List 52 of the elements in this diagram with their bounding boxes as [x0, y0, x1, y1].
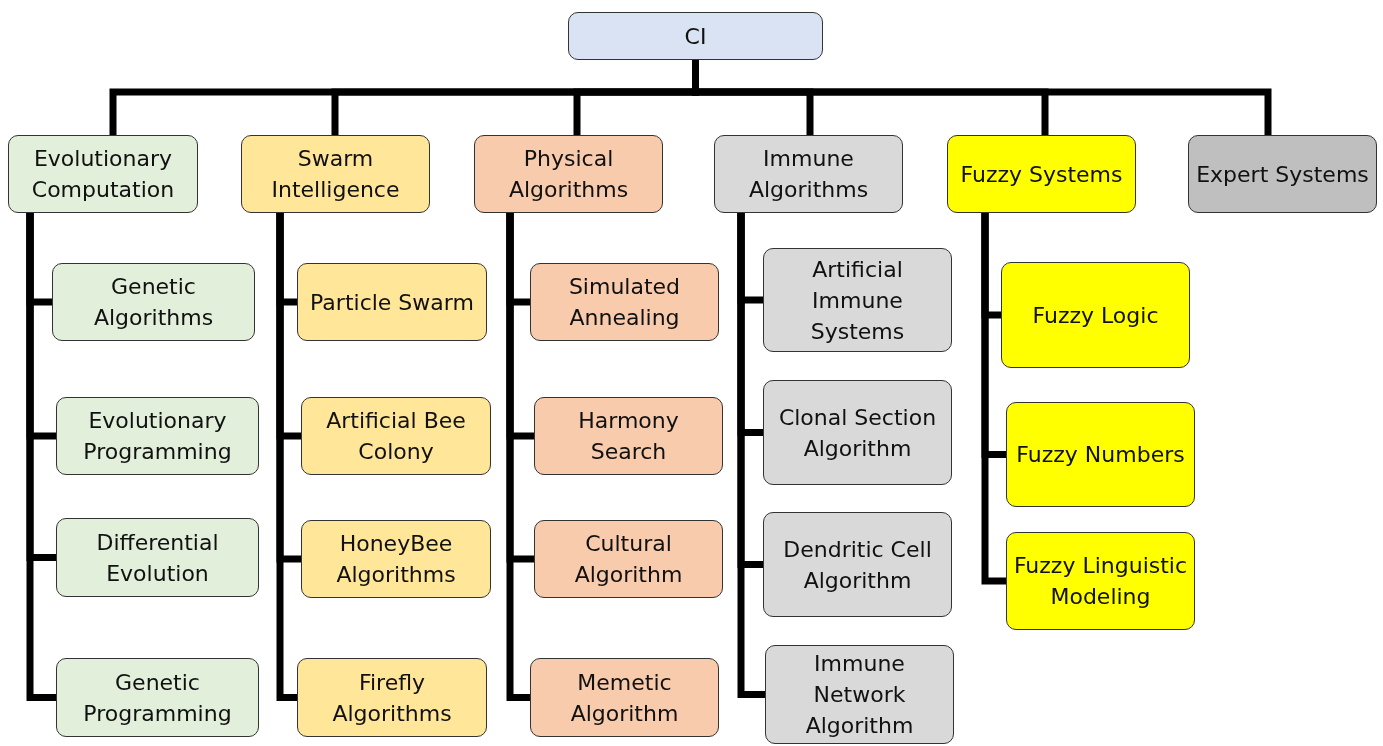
box-label: Expert Systems: [1195, 160, 1370, 189]
category-box: [714, 135, 903, 213]
box-label: Artificial Bee Colony: [325, 407, 467, 466]
method-box: [534, 520, 723, 598]
box-label: Fuzzy Systems: [959, 160, 1124, 189]
box-label: Memetic Algorithm: [569, 668, 680, 728]
box-label: Firefly Algorithms: [331, 668, 453, 728]
box-label: Fuzzy Numbers: [1015, 441, 1186, 469]
box-label: Harmony Search: [577, 407, 680, 466]
method-box: [1006, 402, 1195, 507]
box-label: Immune Network Algorithm: [804, 650, 915, 740]
box-label: Genetic Programming: [82, 668, 233, 728]
method-box: [52, 263, 255, 341]
method-box: [297, 263, 487, 341]
method-box: [301, 397, 491, 475]
method-box: [530, 263, 719, 341]
category-box: [947, 135, 1136, 213]
box-label: Immune Algorithms: [747, 145, 870, 204]
method-box: [1006, 532, 1195, 630]
method-box: [530, 658, 719, 737]
method-box: [763, 380, 952, 485]
box-label: Artificial Immune Systems: [809, 255, 906, 346]
method-box: [301, 520, 491, 598]
box-label: Physical Algorithms: [507, 145, 630, 204]
box-label: Differential Evolution: [95, 528, 220, 588]
category-box: [8, 135, 198, 213]
category-box: [1188, 135, 1377, 213]
box-label: Swarm Intelligence: [270, 145, 401, 204]
method-box: [297, 658, 487, 737]
method-box: [763, 512, 952, 617]
box-label: Cultural Algorithm: [573, 530, 684, 589]
method-box: [56, 518, 259, 597]
category-box: [474, 135, 663, 213]
box-label: Fuzzy Logic: [1031, 301, 1160, 330]
box-label: CI: [683, 22, 708, 51]
box-label: HoneyBee Algorithms: [335, 530, 457, 589]
category-box: [241, 135, 430, 213]
root-box: [568, 12, 823, 60]
box-label: Clonal Section Algorithm: [777, 403, 938, 463]
box-label: Dendritic Cell Algorithm: [782, 535, 933, 595]
method-box: [763, 248, 952, 352]
box-label: Particle Swarm: [309, 288, 475, 317]
box-label: Evolutionary Programming: [82, 407, 233, 466]
method-box: [1001, 262, 1190, 368]
method-box: [56, 397, 259, 475]
method-box: [534, 397, 723, 475]
method-box: [765, 645, 954, 744]
box-label: Evolutionary Computation: [30, 145, 176, 204]
method-box: [56, 658, 259, 737]
box-label: Simulated Annealing: [567, 273, 682, 332]
box-label: Fuzzy Linguistic Modeling: [1012, 552, 1189, 611]
box-label: Genetic Algorithms: [92, 273, 215, 332]
